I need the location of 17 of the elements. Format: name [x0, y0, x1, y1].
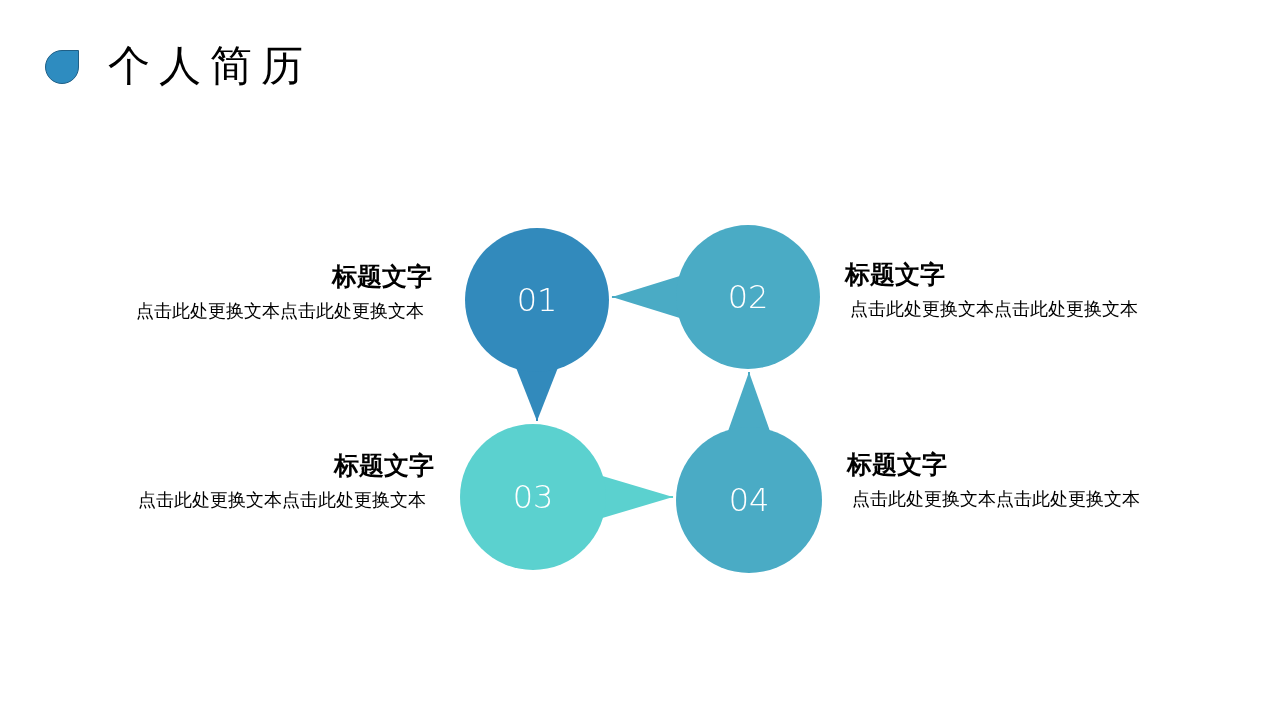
item-heading: 标题文字	[847, 450, 947, 480]
item-heading: 标题文字	[845, 260, 945, 290]
description-text: 点击此处更换文本点击此处更换文本	[138, 489, 426, 511]
speech-bubble	[460, 424, 606, 570]
item-heading: 标题文字	[332, 262, 432, 292]
description-text: 点击此处更换文本点击此处更换文本	[852, 488, 1140, 510]
description-text: 点击此处更换文本点击此处更换文本	[136, 300, 424, 322]
description-text: 点击此处更换文本点击此处更换文本	[850, 298, 1138, 320]
step-number: 04	[728, 481, 770, 519]
item-heading: 标题文字	[334, 451, 434, 481]
speech-bubble	[465, 228, 609, 372]
page-title: 个人简历	[108, 40, 312, 92]
step-number: 02	[727, 278, 769, 316]
step-number: 01	[516, 281, 558, 319]
step-number: 03	[512, 478, 554, 516]
speech-bubble	[676, 427, 822, 573]
speech-bubble	[676, 225, 820, 369]
